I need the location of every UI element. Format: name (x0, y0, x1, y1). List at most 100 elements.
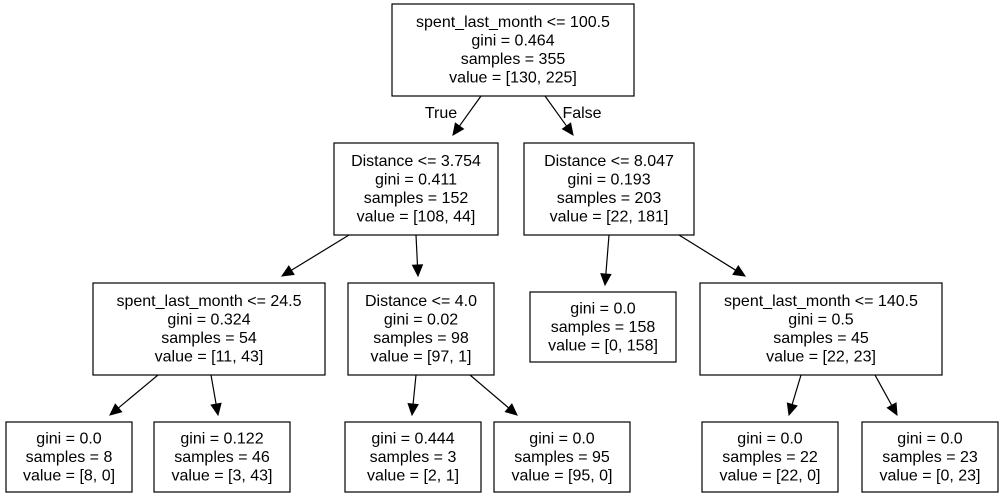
edge-line (210, 374, 217, 405)
node-line: gini = 0.0 (570, 300, 635, 317)
edge-n1-n4 (411, 234, 424, 278)
node-line: samples = 158 (551, 319, 656, 336)
node-box (153, 421, 291, 493)
arrowhead-icon (411, 264, 424, 278)
node-box (493, 421, 631, 493)
node-box (701, 421, 839, 493)
node-line: samples = 203 (557, 190, 662, 207)
edge-n1-n3 (280, 234, 350, 277)
node-line: samples = 98 (373, 330, 469, 347)
node-line: gini = 0.0 (737, 430, 802, 447)
edge-line (412, 374, 417, 405)
node-line: gini = 0.464 (471, 33, 554, 50)
edge-line (118, 374, 159, 409)
edge-line (605, 234, 610, 275)
edge-label-true: True (425, 105, 457, 122)
node-line: value = [0, 23] (880, 467, 981, 484)
edge-line (415, 234, 419, 266)
node-line: value = [97, 1] (371, 349, 472, 366)
tree-node-n0: spent_last_month <= 100.5 gini = 0.464sam… (391, 3, 635, 97)
edge-n6-n12 (874, 374, 898, 417)
arrowhead-icon (280, 265, 295, 277)
edge-n3-n7 (109, 374, 159, 416)
node-line: samples = 8 (26, 449, 113, 466)
node-line: gini = 0.122 (180, 430, 263, 447)
tree-node-n3: spent_last_month <= 24.5 gini = 0.324samp… (92, 282, 326, 376)
node-line: value = [22, 0] (720, 467, 821, 484)
node-line: samples = 3 (370, 449, 457, 466)
edge-line (874, 374, 893, 406)
node-line: Distance <= 3.754 (351, 153, 481, 170)
edge-n2-n6 (678, 234, 747, 277)
node-line: value = [22, 23] (766, 349, 876, 366)
node-line: value = [8, 0] (23, 467, 115, 484)
arrowhead-icon (109, 403, 123, 416)
node-line: samples = 355 (461, 51, 566, 68)
node-line: gini = 0.0 (529, 430, 594, 447)
node-line: spent_last_month <= 100.5 (416, 14, 610, 31)
edge-n3-n8 (210, 374, 222, 417)
node-line: gini = 0.324 (167, 312, 250, 329)
edge-n6-n11 (786, 374, 802, 417)
arrowhead-icon (886, 402, 898, 417)
edge-line (678, 234, 736, 271)
node-box (333, 142, 499, 236)
edge-label-false: False (562, 105, 601, 122)
node-line: samples = 22 (722, 449, 818, 466)
node-line: gini = 0.5 (788, 312, 853, 329)
node-box (92, 282, 326, 376)
node-line: samples = 54 (161, 330, 257, 347)
node-line: value = [3, 43] (172, 467, 273, 484)
node-line: samples = 46 (174, 449, 270, 466)
node-box (391, 3, 635, 97)
arrowhead-icon (561, 122, 574, 136)
edge-n2-n5 (600, 234, 612, 287)
node-line: gini = 0.0 (897, 430, 962, 447)
node-line: samples = 95 (514, 449, 610, 466)
node-box (523, 142, 695, 236)
node-line: value = [11, 43] (155, 349, 264, 366)
node-box (347, 282, 495, 376)
arrowhead-icon (600, 273, 612, 287)
arrowhead-icon (452, 122, 465, 136)
node-line: samples = 45 (773, 330, 869, 347)
node-line: spent_last_month <= 24.5 (116, 293, 301, 310)
node-line: value = [95, 0] (512, 467, 613, 484)
node-line: gini = 0.193 (567, 172, 650, 189)
edge-n0-n2: False (544, 95, 602, 136)
node-line: samples = 23 (882, 449, 978, 466)
edge-line (458, 95, 482, 127)
arrowhead-icon (732, 265, 747, 277)
arrowhead-icon (504, 403, 518, 416)
edge-line (544, 95, 568, 127)
node-line: Distance <= 4.0 (365, 293, 477, 310)
node-box (5, 421, 133, 493)
arrowhead-icon (210, 402, 222, 417)
node-line: samples = 152 (364, 190, 469, 207)
node-box (699, 282, 943, 376)
edge-n4-n9 (407, 374, 419, 417)
tree-edges: True False (109, 95, 898, 417)
node-line: value = [2, 1] (367, 467, 459, 484)
node-line: value = [108, 44] (357, 209, 476, 226)
node-line: gini = 0.02 (384, 312, 458, 329)
edge-n0-n1: True (425, 95, 482, 136)
node-box (344, 421, 482, 493)
node-box (861, 421, 999, 493)
node-line: gini = 0.444 (371, 430, 454, 447)
node-line: gini = 0.411 (375, 172, 457, 189)
arrowhead-icon (786, 402, 798, 417)
edge-line (291, 234, 350, 271)
